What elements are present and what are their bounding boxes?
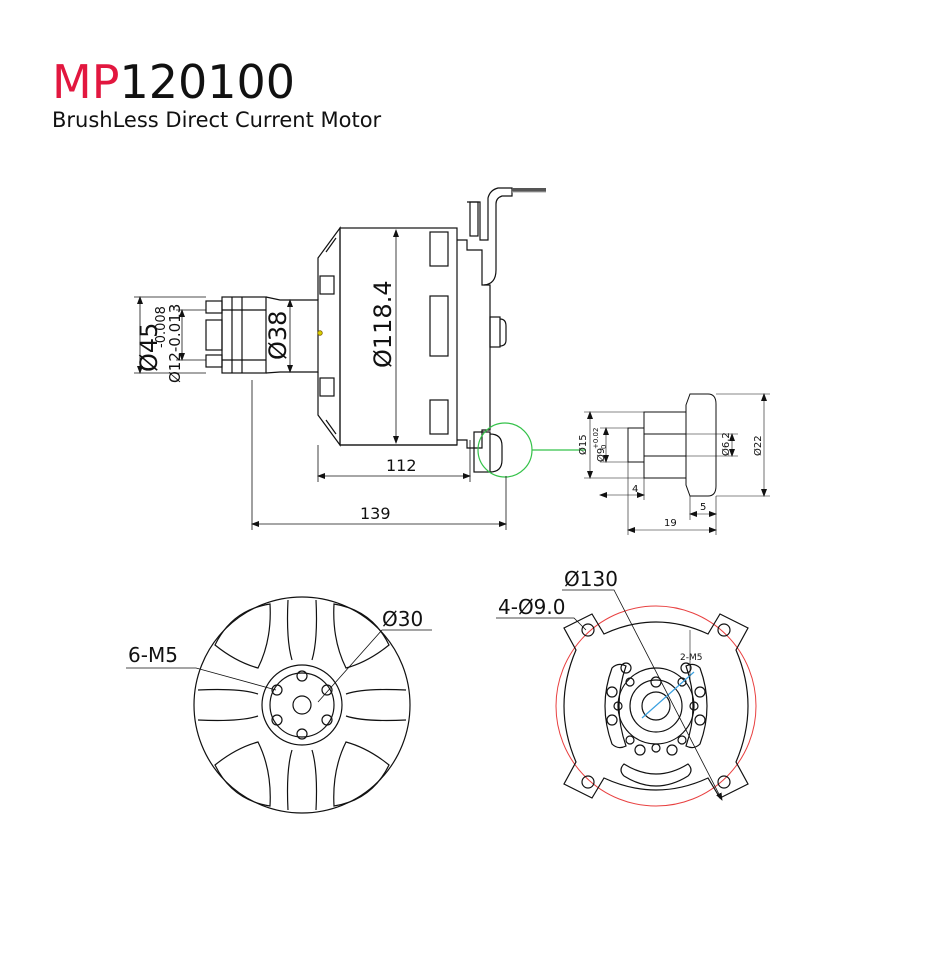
header: MP120100 BrushLess Direct Current Motor xyxy=(52,55,381,133)
front-hub xyxy=(261,664,343,746)
front-dim-hub: Ø30 xyxy=(382,607,423,631)
back-plate xyxy=(457,239,491,449)
front-outer-circle xyxy=(193,596,411,814)
detail-dim-d9-tol-lower: 0 xyxy=(600,445,608,449)
detail-circle xyxy=(477,422,533,478)
dim-shaft-outer: Ø45 xyxy=(135,323,163,372)
dim-body-length: 112 xyxy=(386,456,417,475)
back-bolt-mid xyxy=(489,316,501,348)
dim-total-length: 139 xyxy=(360,504,391,523)
detail-dim-d9-tol-upper: +0.02 xyxy=(592,428,600,449)
back-bolt-bottom xyxy=(473,431,491,473)
motor-body xyxy=(339,227,458,446)
page-subtitle: BrushLess Direct Current Motor xyxy=(52,108,382,132)
dim-body: Ø118.4 xyxy=(369,280,397,368)
back-dim-holes: 4-Ø9.0 xyxy=(498,595,566,619)
shaft-outline xyxy=(221,296,267,374)
detail-dim-d9: Ø9 xyxy=(595,448,607,462)
side-view xyxy=(134,187,586,530)
detail-view xyxy=(584,393,770,535)
back-view xyxy=(496,589,757,807)
detail-dim-d62: Ø6.2 xyxy=(720,432,732,456)
hub-collar xyxy=(265,296,319,374)
front-dim-threads: 6-M5 xyxy=(128,643,178,667)
dim-shaft-tol-lower: Ø12-0.013 xyxy=(166,304,184,383)
back-dim-threads: 2-M5 xyxy=(680,653,702,663)
back-red-circle xyxy=(555,605,757,807)
detail-dim-d22: Ø22 xyxy=(752,435,764,456)
title-prefix: MP xyxy=(52,55,120,109)
front-view xyxy=(126,596,432,814)
shaft-tip xyxy=(205,300,223,314)
detail-dim-d15: Ø15 xyxy=(577,434,589,455)
detail-dim-d9-group: Ø9 +0.02 0 xyxy=(592,428,608,462)
title-model: 120100 xyxy=(119,55,296,109)
dim-shaft-tol-upper: -0.008 xyxy=(154,306,169,348)
page-title: MP120100 xyxy=(52,55,381,109)
cable-bracket xyxy=(467,187,513,286)
detail-dim-4: 4 xyxy=(632,484,638,495)
back-dim-pcd: Ø130 xyxy=(564,567,618,591)
detail-dim-5: 5 xyxy=(700,502,706,513)
detail-dim-19: 19 xyxy=(664,518,677,529)
rotor-front xyxy=(317,226,341,447)
dim-hub: Ø38 xyxy=(264,311,292,360)
